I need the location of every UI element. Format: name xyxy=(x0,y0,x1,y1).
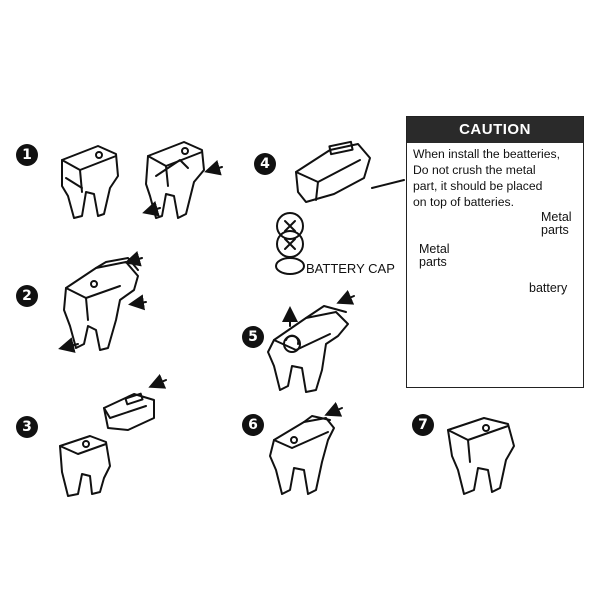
step3-body-drawing xyxy=(59,435,111,497)
step-1-badge: 1 xyxy=(16,144,38,166)
step5-arrow-right xyxy=(336,289,355,305)
step1-light-open-drawing xyxy=(145,141,205,219)
step2-arrow-top xyxy=(124,251,143,267)
battery-coins-drawing xyxy=(275,212,305,275)
step2-arrow-left xyxy=(58,337,79,353)
step-2-badge: 2 xyxy=(16,285,38,307)
metal-parts-right-label-line2: parts xyxy=(541,223,569,237)
caution-line-4: on top of batteries. xyxy=(413,195,514,209)
step2-arrow-right xyxy=(128,294,147,311)
battery-cap-label: BATTERY CAP xyxy=(306,261,395,276)
step1-light-closed-drawing xyxy=(61,145,119,219)
step-4-badge: 4 xyxy=(254,153,276,175)
metal-parts-left-label-line2: parts xyxy=(419,255,447,269)
step5-light-drawing xyxy=(267,305,349,393)
caution-title: CAUTION xyxy=(407,117,583,143)
step-6-badge: 6 xyxy=(242,414,264,436)
step1-arrow-left xyxy=(142,201,161,217)
caution-line-1: When install the beatteries, xyxy=(413,147,561,161)
metal-parts-left-label-line1: Metal xyxy=(419,242,450,256)
step3-battery-module-drawing xyxy=(103,392,155,431)
step-5-badge: 5 xyxy=(242,326,264,348)
metal-parts-right-label-line1: Metal xyxy=(541,210,572,224)
step3-arrow xyxy=(148,373,167,389)
step6-light-drawing xyxy=(269,415,335,495)
step-7-badge: 7 xyxy=(412,414,434,436)
step2-light-drawing xyxy=(63,257,139,351)
caution-line-3: part, it should be placed xyxy=(413,179,543,193)
step6-arrow xyxy=(324,401,343,417)
step-3-badge: 3 xyxy=(16,416,38,438)
step4-module-drawing xyxy=(295,140,371,203)
step4-callout-line xyxy=(371,179,405,189)
battery-label: battery xyxy=(529,281,568,295)
step7-light-drawing xyxy=(447,417,515,495)
caution-line-2: Do not crush the metal xyxy=(413,163,536,177)
step1-arrow-right xyxy=(204,160,223,176)
caution-box: CAUTION When install the beatteries, Do … xyxy=(406,116,584,388)
